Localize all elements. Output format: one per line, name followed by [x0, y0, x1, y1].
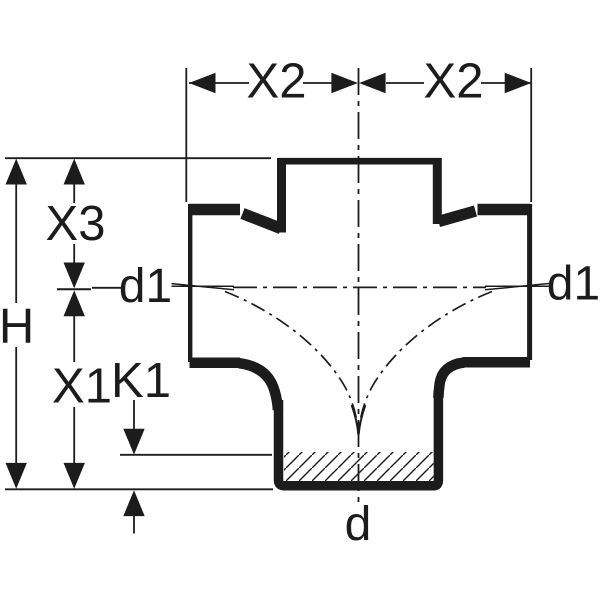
left-socket-collar-slant [240, 208, 284, 234]
k1-arrow-up [123, 490, 145, 517]
dimension-lines [5, 68, 533, 534]
d1-axis-right-sloped [484, 282, 552, 291]
x2-arrow-center-right [359, 72, 386, 94]
x1-arrow-down [63, 462, 85, 489]
x1-arrow-up [63, 290, 85, 317]
flow-v-tip-right [357, 404, 367, 435]
d1-axis-left-sloped [171, 282, 235, 291]
right-socket-collar-slant [436, 205, 478, 228]
dim-label-x1: X1 [52, 359, 112, 413]
dim-label-x3: X3 [46, 197, 106, 251]
dim-label-d1-right: d1 [547, 258, 600, 311]
axis-lines [92, 68, 552, 505]
dim-label-h: H [0, 300, 34, 354]
dim-label-k1: K1 [111, 354, 171, 408]
dim-label-x2-right: X2 [424, 54, 484, 108]
h-arrow-up [5, 158, 27, 185]
h-arrow-down [5, 462, 27, 489]
x2-arrow-right [504, 72, 532, 94]
x3-arrow-down [63, 262, 85, 289]
dim-label-x2-left: X2 [247, 54, 307, 108]
fitting-outline [188, 157, 533, 491]
dim-label-d1-left: d1 [119, 260, 172, 313]
dim-label-d: d [345, 498, 372, 551]
k1-arrow-down [123, 428, 145, 455]
x2-arrow-left [189, 72, 216, 94]
x3-arrow-up [63, 158, 85, 185]
x2-arrow-center-left [331, 72, 358, 94]
dimension-labels: X2 X2 X3 H X1 K1 d1 d1 d [0, 54, 600, 551]
left-step-curve [238, 357, 284, 411]
